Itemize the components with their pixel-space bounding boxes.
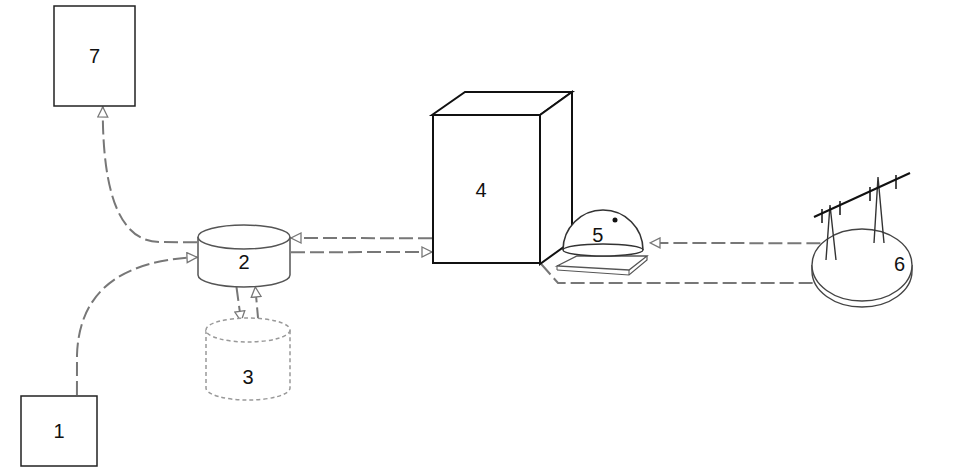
flow-arrow: [291, 251, 432, 253]
unit-box: 7: [53, 5, 136, 107]
callout-number: 3: [242, 367, 253, 387]
storage-cylinder: 2: [197, 225, 291, 287]
turntable-antennas: 6: [800, 165, 920, 310]
storage-cylinder-outline: [205, 318, 291, 400]
flow-arrow: [650, 242, 820, 244]
processing-cube-outline: [432, 92, 572, 264]
flow-arrow: [541, 264, 836, 296]
callout-number: 6: [894, 254, 905, 274]
unit-box: 1: [20, 395, 98, 467]
storage-cylinder: 3: [205, 318, 291, 400]
callout-number: 1: [53, 421, 64, 441]
turntable-antennas-outline: [800, 165, 920, 310]
flow-arrow: [103, 107, 197, 242]
callout-number: 5: [592, 225, 603, 245]
callout-number: 7: [89, 46, 100, 66]
flow-arrow: [291, 237, 432, 239]
flow-arrow: [236, 287, 241, 321]
dish-on-platform: 5: [555, 200, 650, 278]
callout-number: 4: [475, 180, 486, 200]
flow-arrow: [255, 287, 258, 321]
callout-number: 2: [238, 252, 249, 272]
processing-cube: 4: [432, 92, 572, 264]
flow-arrow: [77, 257, 197, 395]
